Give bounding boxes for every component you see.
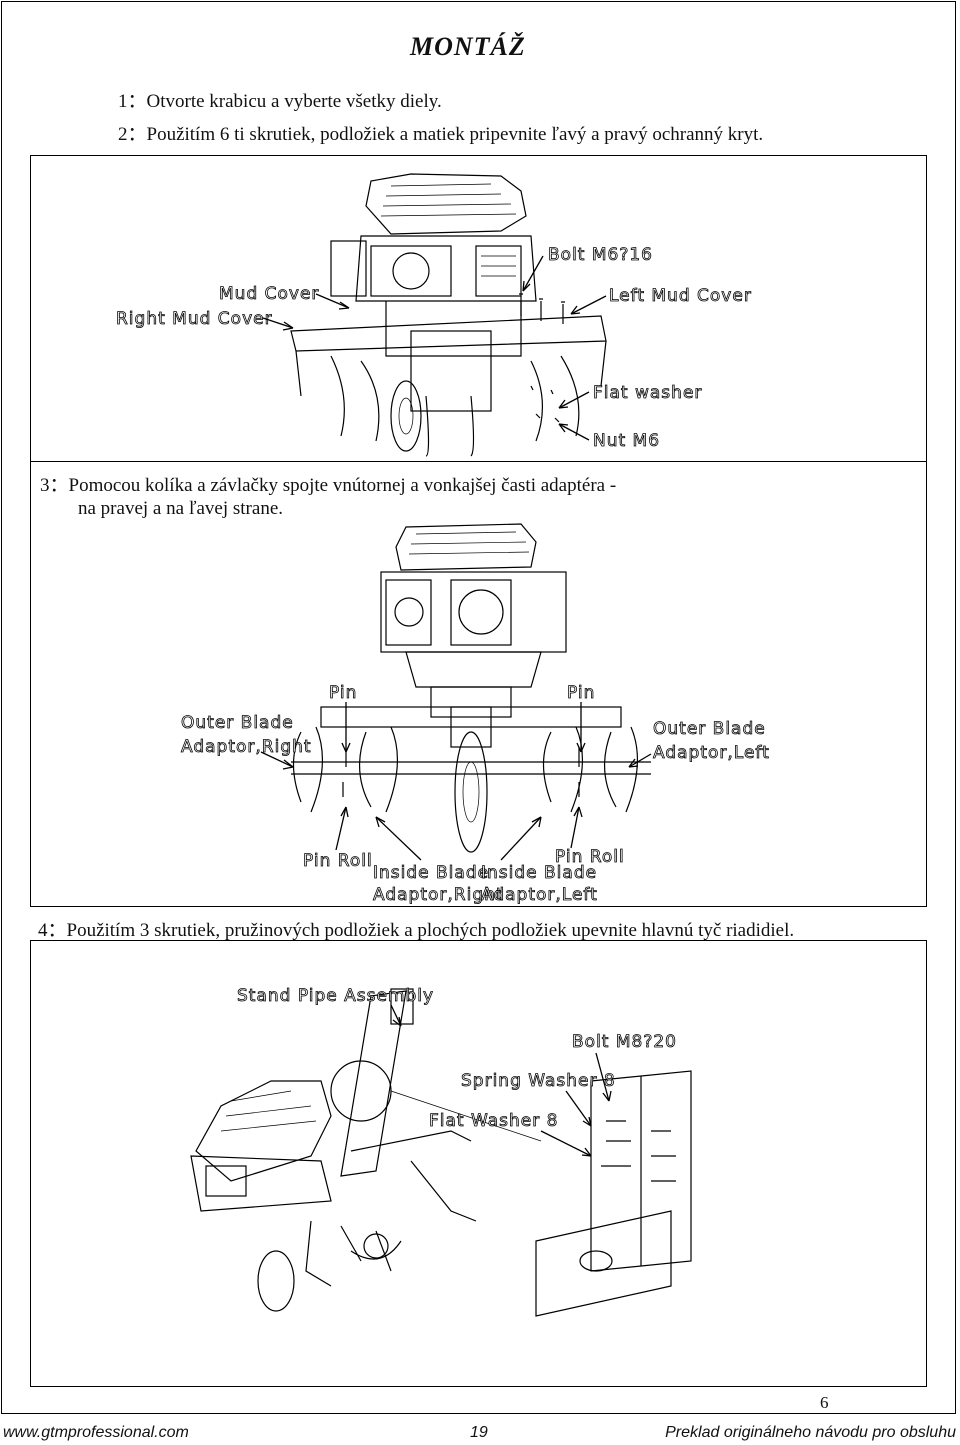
pin-left-label: Pin xyxy=(329,683,357,703)
bolt-m8-label: Bolt M8?20 xyxy=(572,1032,677,1052)
step-2-text: 2：Použitím 6 ti skrutiek, podložiek a ma… xyxy=(118,124,764,145)
footer-note: Preklad originálneho návodu pro obsluhu xyxy=(665,1424,956,1441)
page-frame xyxy=(1,1,956,1414)
footer-page-number: 19 xyxy=(470,1424,488,1441)
mud-cover-label: Mud Cover xyxy=(219,284,319,304)
footer-website: www.gtmprofessional.com xyxy=(3,1424,189,1441)
blade-adaptor-drawing: Pin Pin Outer Blade Adaptor,Right Outer … xyxy=(181,523,770,905)
inside-right-label-1: Inside Blade xyxy=(373,863,489,883)
right-mud-cover-label: Right Mud Cover xyxy=(116,309,273,329)
stand-pipe-drawing: Stand Pipe Assembly Bolt M8?20 Spring Wa… xyxy=(190,986,692,1317)
flat-washer-8-label: Flat Washer 8 xyxy=(429,1111,558,1131)
pin-right-label: Pin xyxy=(567,683,595,703)
flat-washer-label: Flat washer xyxy=(593,383,702,403)
mud-cover-drawing: Bolt M6?16 Mud Cover Right Mud Cover Lef… xyxy=(116,173,752,457)
bolt-m6-label: Bolt M6?16 xyxy=(548,245,653,265)
page-title: MONTÁŽ xyxy=(410,32,526,61)
step-4-text: 4：Použitím 3 skrutiek, pružinových podlo… xyxy=(38,920,795,941)
figure-stand-pipe-box: Stand Pipe Assembly Bolt M8?20 Spring Wa… xyxy=(30,940,927,1387)
inside-right-label-2: Adaptor,Right xyxy=(373,885,504,905)
figure-blade-adaptor-box: Pin Pin Outer Blade Adaptor,Right Outer … xyxy=(30,462,927,907)
inside-left-label-2: Adaptor,Left xyxy=(481,885,598,905)
outer-right-label-2: Adaptor,Right xyxy=(181,737,312,757)
page-number: 6 xyxy=(820,1393,829,1412)
inside-left-label-1: Inside Blade xyxy=(481,863,597,883)
figure-mud-cover-box: Bolt M6?16 Mud Cover Right Mud Cover Lef… xyxy=(30,155,927,462)
step-3-text-line2: na pravej a na ľavej strane. xyxy=(78,498,284,519)
spring-washer-label: Spring Washer 8 xyxy=(461,1071,616,1091)
outer-left-label-1: Outer Blade xyxy=(653,719,766,739)
outer-left-label-2: Adaptor,Left xyxy=(653,743,770,763)
pin-roll-left-label: Pin Roll xyxy=(303,851,373,871)
pin-roll-right-label: Pin Roll xyxy=(555,847,625,867)
stand-pipe-label: Stand Pipe Assembly xyxy=(237,986,434,1006)
outer-right-label-1: Outer Blade xyxy=(181,713,294,733)
left-mud-cover-label: Left Mud Cover xyxy=(609,286,752,306)
nut-m6-label: Nut M6 xyxy=(593,431,660,451)
step-1-text: 1：Otvorte krabicu a vyberte všetky diely… xyxy=(118,91,442,112)
step-3-text-line1: 3：Pomocou kolíka a závlačky spojte vnúto… xyxy=(40,475,617,496)
